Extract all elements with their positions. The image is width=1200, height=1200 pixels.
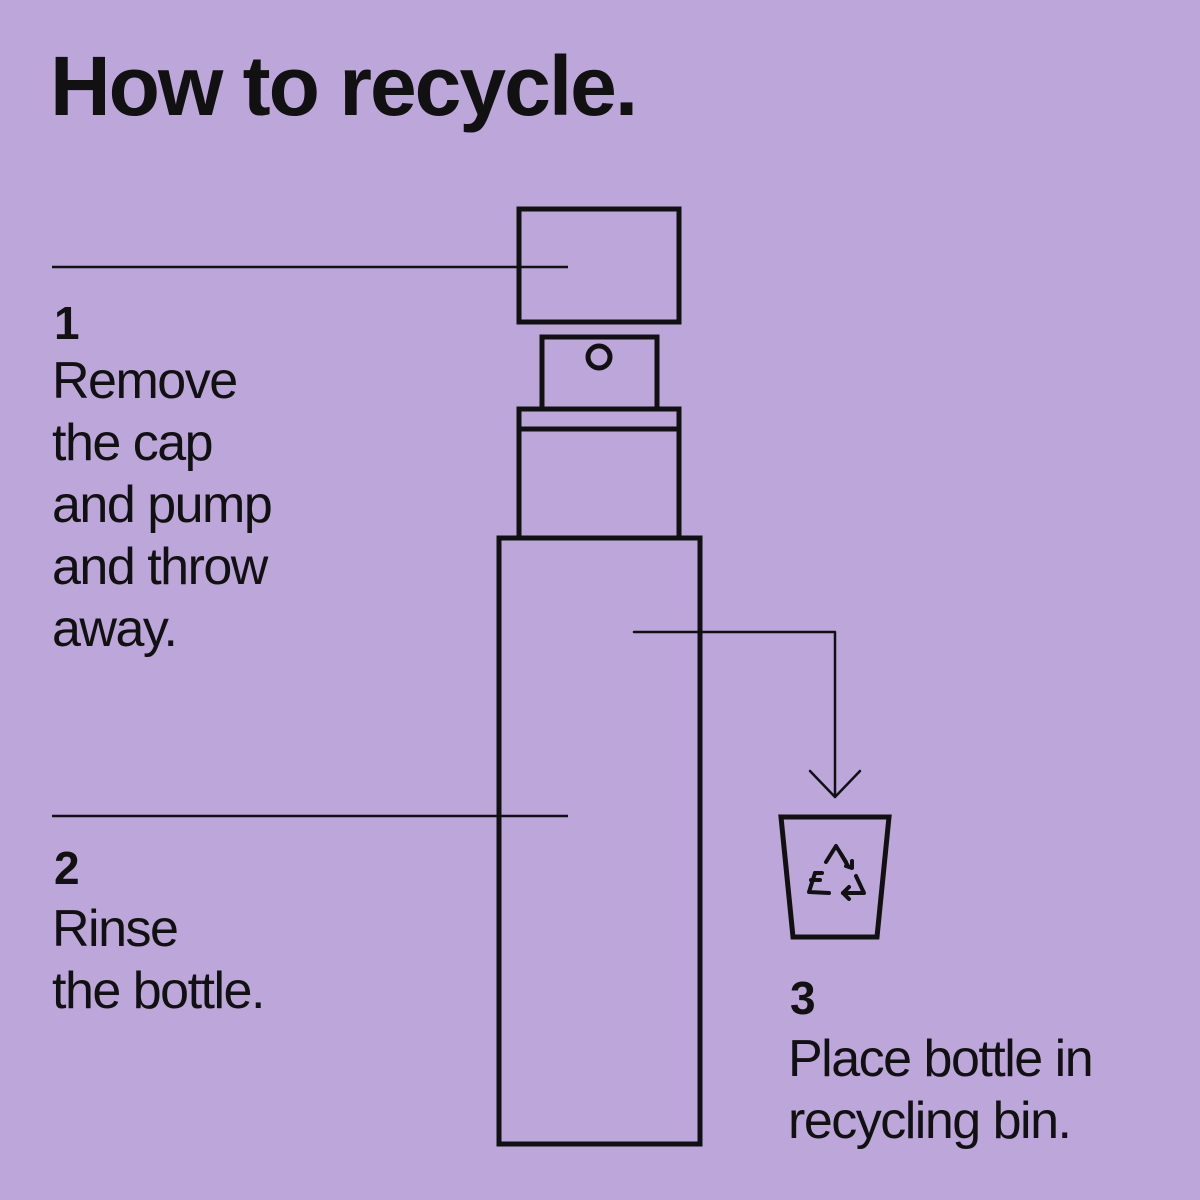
step-1-line: and pump — [52, 476, 273, 534]
arrow-head — [808, 769, 862, 799]
step-1-line: the cap — [52, 414, 214, 472]
step-1-line: away. — [52, 600, 178, 658]
step-1-text: Remove the cap and pump and throw away. — [52, 350, 273, 660]
step-2-line: Rinse — [52, 900, 179, 958]
step-1-line: Remove — [52, 352, 238, 410]
step-1-number: 1 — [54, 297, 80, 349]
spray-bottle-icon — [496, 206, 703, 1147]
step-3-line: recycling bin. — [788, 1092, 1072, 1150]
page-title: How to recycle. — [50, 39, 638, 133]
recycling-bin-icon — [778, 814, 892, 940]
bin-outline — [778, 814, 892, 940]
step-3-text: Place bottle in recycling bin. — [788, 1028, 1094, 1152]
step-2-number: 2 — [54, 842, 80, 894]
bottle-nozzle — [585, 343, 613, 371]
step-2-line: the bottle. — [52, 962, 265, 1020]
recycle-arrows-icon — [807, 844, 866, 901]
bottle-cap — [516, 206, 682, 325]
step-1-line: and throw — [52, 538, 268, 596]
arrow-down-icon — [632, 630, 862, 799]
step-3-line: Place bottle in — [788, 1030, 1094, 1088]
bottle-body — [496, 535, 703, 1147]
step-3-number: 3 — [790, 972, 816, 1024]
step-2-text: Rinse the bottle. — [52, 898, 265, 1022]
arrow-path — [632, 630, 837, 798]
